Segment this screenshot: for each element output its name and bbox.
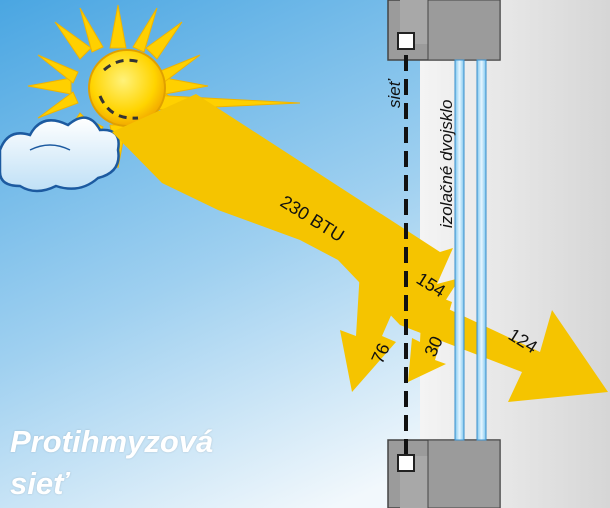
window-frame: [387, 0, 501, 508]
incoming-heat-arrow: [112, 94, 608, 402]
title-line-2: sieť: [10, 466, 68, 501]
reflected-screen-arrow: [340, 270, 403, 392]
screen-label: sieť: [385, 78, 404, 108]
glass-label: izolačné dvojsklo: [437, 99, 456, 228]
insect-screen: [397, 32, 415, 472]
cloud-icon: [0, 116, 120, 193]
reflected-glass-arrow: [408, 290, 452, 382]
interior-background: [420, 0, 610, 508]
title-line-1: Protihmyzová: [10, 424, 214, 459]
double-glazing: [454, 59, 487, 441]
